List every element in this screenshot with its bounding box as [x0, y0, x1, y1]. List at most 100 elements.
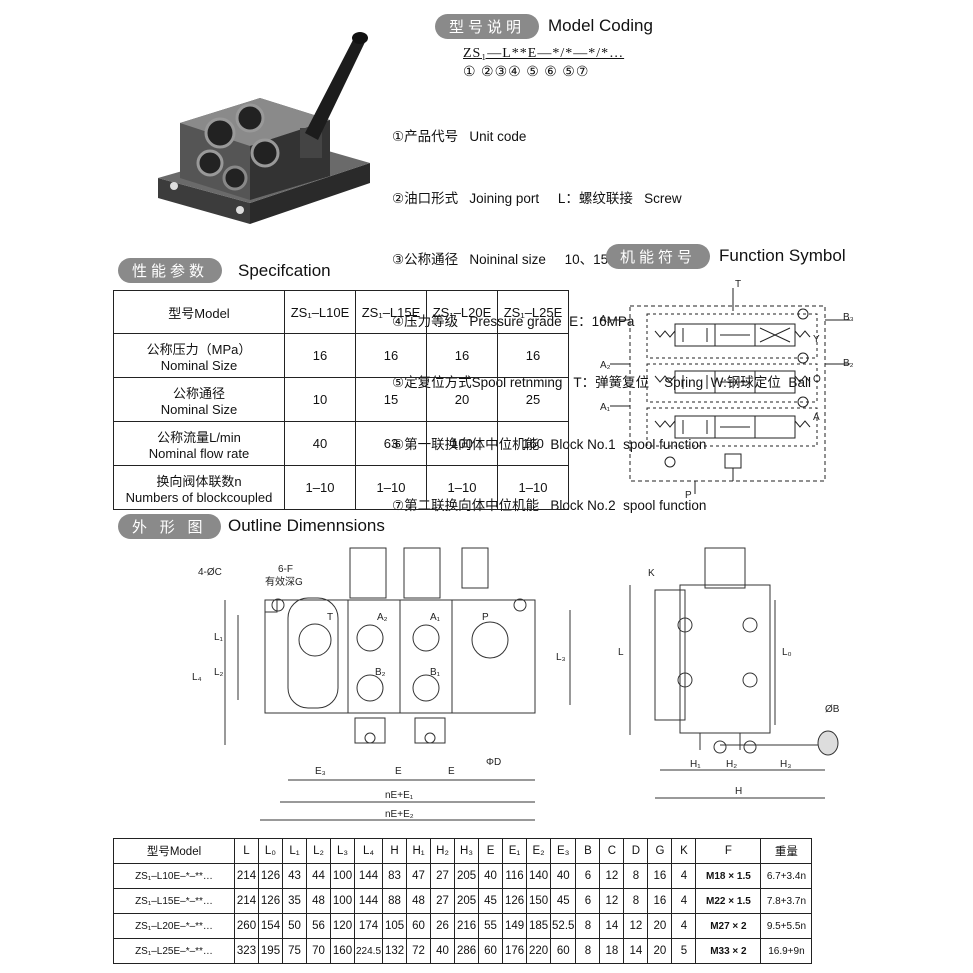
- table-cell: 9.5+5.5n: [760, 913, 813, 939]
- table-cell: 6.7+3.4n: [760, 863, 813, 889]
- spec-cell: 1–10: [497, 465, 569, 510]
- spec-header-cell: ZS₁–L20E: [426, 290, 498, 334]
- table-cell: 75: [282, 938, 307, 964]
- table-cell: 8: [623, 888, 649, 914]
- table-cell: 216: [454, 913, 480, 939]
- table-cell: 83: [382, 863, 408, 889]
- table-cell: 60: [406, 913, 432, 939]
- table-cell: 120: [330, 913, 355, 939]
- dim-header: B: [575, 838, 601, 864]
- table-cell: 224.5: [353, 938, 384, 964]
- table-cell: 50: [282, 913, 307, 939]
- table-cell: 185: [526, 913, 552, 939]
- spec-cell: 16: [426, 333, 498, 378]
- dim-header: H₂: [430, 838, 456, 864]
- dim-header: G: [647, 838, 673, 864]
- table-cell: 12: [599, 863, 625, 889]
- table-cell: 27: [430, 888, 456, 914]
- table-cell: 220: [526, 938, 552, 964]
- outline-label-L3: L₃: [556, 652, 566, 663]
- dimensions-table: 型号Model L L₀ L₁ L₂ L₃ L₄ H H₁ H₂ H₃ E E₁…: [113, 838, 813, 964]
- spec-header-cell: ZS₁–L25E: [497, 290, 569, 334]
- symbol-label-P: P: [685, 490, 692, 501]
- table-cell: 126: [502, 888, 528, 914]
- dim-header: E₁: [502, 838, 528, 864]
- table-cell: 6: [575, 863, 601, 889]
- function-symbol-diagram: T P A₃ A₂ A₁ B₃ B₂ Y O A: [600, 279, 854, 501]
- table-cell: 52.5: [550, 913, 577, 939]
- table-cell: 149: [502, 913, 528, 939]
- table-cell: 35: [282, 888, 307, 914]
- spec-cell: 10: [284, 377, 356, 422]
- outline-label-nE2: nE+E₂: [385, 809, 414, 820]
- outline-label-P: P: [482, 612, 489, 623]
- table-cell: 45: [478, 888, 504, 914]
- outline-label-T: T: [327, 612, 333, 623]
- table-cell: M18 × 1.5: [695, 863, 762, 889]
- side-label-H: H: [735, 786, 742, 797]
- table-cell: 60: [478, 938, 504, 964]
- dim-header: L₀: [258, 838, 283, 864]
- function-symbol-pill: 机能符号: [606, 244, 711, 269]
- table-cell: 126: [258, 863, 283, 889]
- table-cell: 154: [258, 913, 283, 939]
- dim-header: E: [478, 838, 504, 864]
- dim-header: H₃: [454, 838, 480, 864]
- dim-header: H₁: [406, 838, 432, 864]
- dim-header: L₄: [353, 838, 384, 864]
- outline-label-E: E: [395, 766, 402, 777]
- table-cell: 18: [599, 938, 625, 964]
- table-cell: 132: [382, 938, 408, 964]
- table-cell: 126: [258, 888, 283, 914]
- table-cell: 55: [478, 913, 504, 939]
- table-cell: 100: [330, 888, 355, 914]
- table-cell: ZS₁–L15E–*–**…: [113, 888, 235, 914]
- table-cell: 12: [599, 888, 625, 914]
- table-cell: ZS₁–L25E–*–**…: [113, 938, 235, 964]
- outline-label-L1: L₁: [214, 632, 224, 643]
- spec-row-label: 公称压力（MPa）Nominal Size: [113, 333, 285, 378]
- table-cell: 88: [382, 888, 408, 914]
- dim-header: F: [695, 838, 762, 864]
- table-cell: 176: [502, 938, 528, 964]
- table-cell: 40: [478, 863, 504, 889]
- table-cell: 160: [330, 938, 355, 964]
- symbol-label-A1: A₁: [600, 402, 611, 413]
- outline-label-B1: B₁: [430, 667, 441, 678]
- table-cell: 214: [234, 863, 259, 889]
- dim-header: 型号Model: [113, 838, 235, 864]
- table-cell: 174: [353, 913, 384, 939]
- outline-label-E-2: E: [448, 766, 455, 777]
- dim-header: C: [599, 838, 625, 864]
- spec-cell: 160: [497, 421, 569, 466]
- table-cell: 8: [575, 938, 601, 964]
- table-cell: 16: [647, 888, 673, 914]
- spec-cell: 25: [497, 377, 569, 422]
- table-cell: 44: [306, 863, 331, 889]
- table-cell: 60: [550, 938, 577, 964]
- spec-cell: 16: [355, 333, 427, 378]
- table-cell: 4: [671, 863, 697, 889]
- side-label-H3: H₃: [780, 759, 791, 770]
- outline-label-D: ΦD: [486, 757, 501, 768]
- table-cell: 4: [671, 888, 697, 914]
- spec-cell: 16: [284, 333, 356, 378]
- table-cell: 27: [430, 863, 456, 889]
- table-cell: ZS₁–L10E–*–**…: [113, 863, 235, 889]
- dim-header: E₂: [526, 838, 552, 864]
- dim-header: L₂: [306, 838, 331, 864]
- table-cell: 43: [282, 863, 307, 889]
- table-cell: 4: [671, 913, 697, 939]
- spec-cell: 100: [426, 421, 498, 466]
- spec-cell: 1–10: [426, 465, 498, 510]
- spec-cell: 15: [355, 377, 427, 422]
- model-coding-title: Model Coding: [548, 16, 653, 35]
- table-cell: 14: [623, 938, 649, 964]
- table-cell: 323: [234, 938, 259, 964]
- table-cell: 48: [306, 888, 331, 914]
- table-cell: 8: [623, 863, 649, 889]
- table-cell: 5: [671, 938, 697, 964]
- specification-pill: 性能参数: [118, 258, 223, 283]
